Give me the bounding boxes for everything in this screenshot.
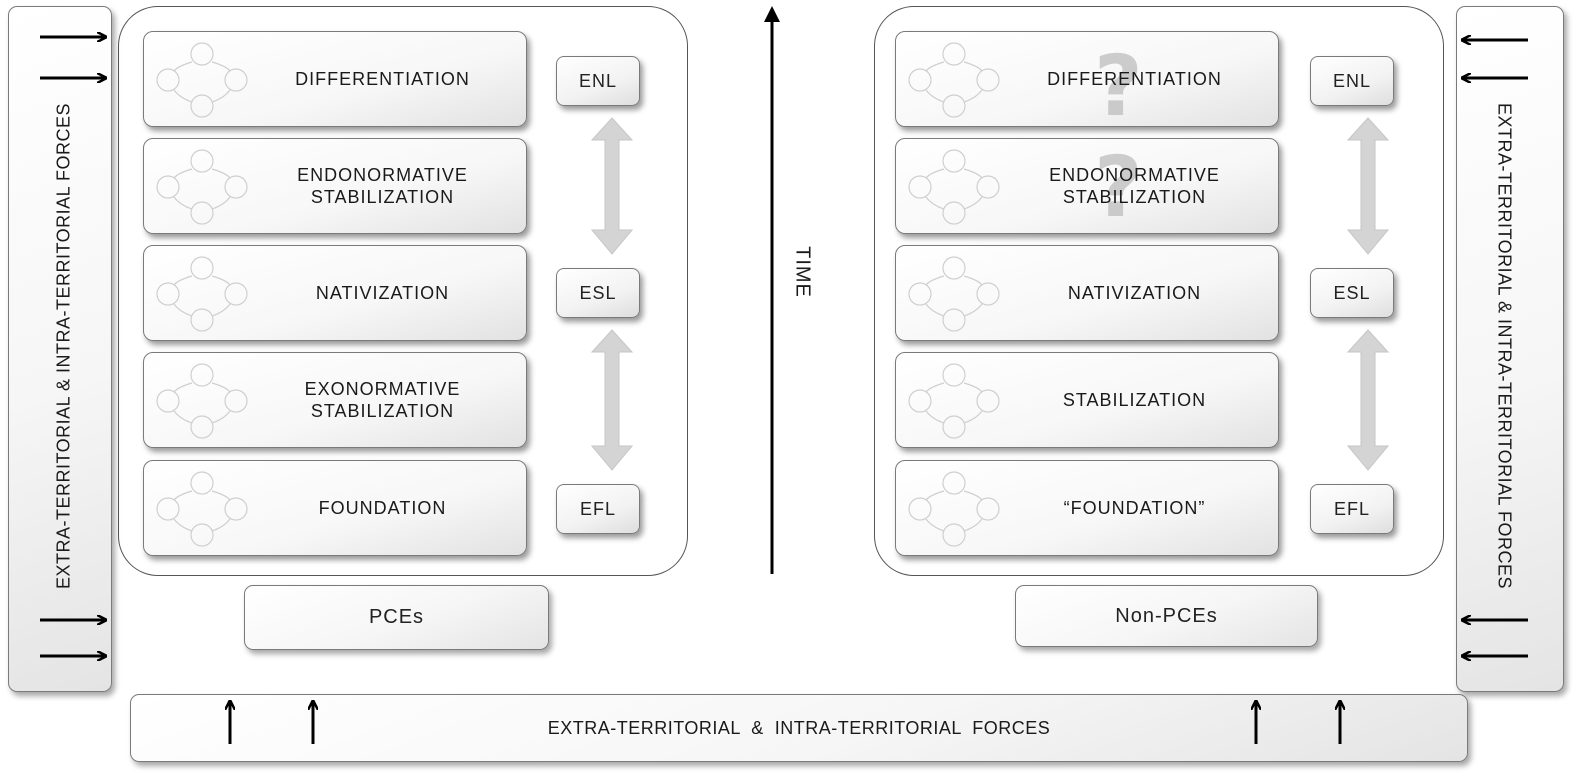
cycle-icon xyxy=(908,149,1000,225)
stage-box: “FOUNDATION” xyxy=(895,460,1279,556)
non-pces-panel xyxy=(874,6,1444,576)
stage-label: DIFFERENTIATION xyxy=(295,69,470,89)
pces-label-box: PCEs xyxy=(244,585,549,650)
right-forces-bar xyxy=(1456,6,1564,692)
stage-label: DIFFERENTIATION xyxy=(1047,69,1222,89)
question-mark: ? xyxy=(1094,37,1143,135)
stage-box: NATIVIZATION xyxy=(895,245,1279,341)
double-arrow-enl-esl xyxy=(1346,117,1390,255)
stage-box: EXONORMATIVE STABILIZATION xyxy=(143,352,527,448)
cycle-icon xyxy=(908,256,1000,332)
cycle-icon xyxy=(156,471,248,547)
lang-esl: ESL xyxy=(1310,268,1394,318)
cycle-icon xyxy=(156,42,248,118)
cycle-icon xyxy=(156,363,248,439)
stage-label: ENDONORMATIVE STABILIZATION xyxy=(1049,165,1220,207)
stage-label: FOUNDATION xyxy=(318,498,447,518)
non-pces-label: Non-PCEs xyxy=(1115,604,1218,627)
cycle-icon xyxy=(908,42,1000,118)
stage-label: NATIVIZATION xyxy=(315,283,450,303)
lang-esl: ESL xyxy=(556,268,640,318)
cycle-icon xyxy=(908,363,1000,439)
cycle-icon xyxy=(156,149,248,225)
double-arrows xyxy=(590,117,1390,471)
bottom-force-arrows xyxy=(230,703,1340,744)
left-forces-bar xyxy=(8,6,112,692)
lang-enl: ENL xyxy=(1310,56,1394,106)
stage-label: ENDONORMATIVE STABILIZATION xyxy=(297,165,468,207)
double-arrow-enl-esl xyxy=(590,117,634,255)
stage-label: STABILIZATION xyxy=(1062,390,1207,410)
lang-efl: EFL xyxy=(1310,484,1394,534)
stage-box: DIFFERENTIATION xyxy=(143,31,527,127)
double-arrow-esl-efl xyxy=(1346,329,1390,471)
cycle-icon xyxy=(908,471,1000,547)
question-mark: ? xyxy=(1094,138,1143,236)
left-force-arrows xyxy=(40,37,104,656)
stage-box: NATIVIZATION xyxy=(143,245,527,341)
stage-box: STABILIZATION xyxy=(895,352,1279,448)
pces-label: PCEs xyxy=(368,606,425,628)
stage-box: ? DIFFERENTIATION xyxy=(895,31,1279,135)
stage-box: ? ENDONORMATIVE STABILIZATION xyxy=(895,138,1279,234)
bottom-forces-label: EXTRA-TERRITORIAL & INTRA-TERRITORIAL FO… xyxy=(547,717,1051,738)
pces-panel xyxy=(118,6,688,576)
double-arrow-esl-efl xyxy=(590,329,634,471)
lang-enl: ENL xyxy=(556,56,640,106)
stage-box: ENDONORMATIVE STABILIZATION xyxy=(143,138,527,234)
stage-box: FOUNDATION xyxy=(143,460,527,556)
cycle-icon xyxy=(156,256,248,332)
stage-label: EXONORMATIVE STABILIZATION xyxy=(304,379,461,421)
non-pces-label-box: Non-PCEs xyxy=(1015,585,1318,647)
lang-efl: EFL xyxy=(556,484,640,534)
stage-label: “FOUNDATION” xyxy=(1063,498,1206,518)
bottom-forces-bar: EXTRA-TERRITORIAL & INTRA-TERRITORIAL FO… xyxy=(130,694,1468,762)
stage-label: NATIVIZATION xyxy=(1067,283,1202,303)
right-force-arrows xyxy=(1464,40,1528,656)
